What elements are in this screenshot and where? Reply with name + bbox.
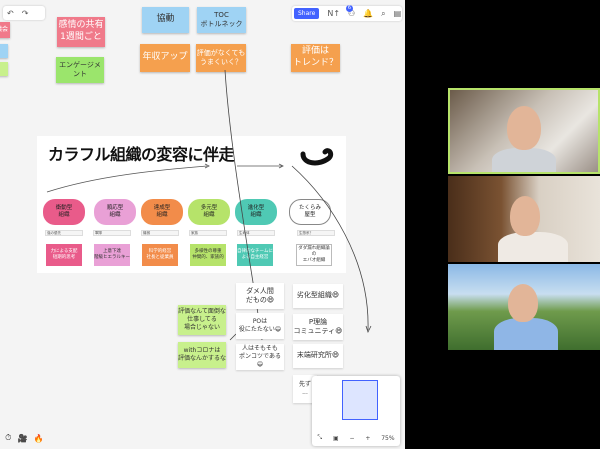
sticky-note-mattan[interactable]: 末端研究所😄 [293, 344, 343, 368]
board-menu-icon[interactable]: ▤ [393, 9, 402, 18]
sticky-note-hyoka-nante[interactable]: 評価なんて面倒な 仕事してる 場合じゃない [178, 305, 226, 335]
org-type-label: 生態系？ [297, 230, 335, 236]
undo-icon[interactable]: ↶ [7, 8, 14, 18]
notification-badge: 6 [346, 5, 353, 12]
zoom-level[interactable]: 75% [381, 434, 395, 442]
slide-frame[interactable]: カラフル組織の変容に伴走 衝動型 組織 順応型 組織 達成型 組織 多元型 組織… [37, 136, 346, 273]
timer-icon[interactable]: ⏱ [5, 433, 12, 442]
share-button[interactable]: Share [294, 8, 320, 19]
arrow-lines [46, 163, 284, 193]
zoom-in-button[interactable]: + [365, 434, 371, 442]
org-type-desc[interactable]: 多様性の尊重 仲間的、家族的 [190, 244, 226, 266]
org-type-desc[interactable]: 自律的なチームに よる自主経営 [237, 244, 273, 266]
reaction-icon[interactable]: 🔥 [33, 433, 44, 443]
org-type-cloud[interactable]: 達成型 組織 [141, 199, 183, 225]
sticky-note-toc[interactable]: TOC ボトルネック [197, 7, 246, 33]
video-tile-participant-2[interactable] [448, 176, 600, 262]
search-icon[interactable]: ⌕ [381, 8, 386, 18]
whiteboard-canvas[interactable]: ↶ ↷ Share N↑ ⚇ 🔔 ⌕ ▤ 6 議会 感情の共有 1週間ごと エン… [0, 0, 405, 449]
video-icon[interactable]: 🎥 [17, 433, 28, 443]
sticky-note-with-corona[interactable]: withコロナは 評価なんかするな [178, 342, 226, 368]
org-type-cloud[interactable]: 順応型 組織 [94, 199, 136, 225]
org-type-cloud[interactable]: 多元型 組織 [188, 199, 230, 225]
minimap-icon[interactable]: ▣ [333, 434, 339, 442]
sticky-note-po[interactable]: POは 役にたたない😄 [236, 313, 284, 339]
sticky-note-nenshu[interactable]: 年収アップ [140, 44, 190, 72]
logo-icon [300, 148, 334, 166]
org-type-desc[interactable]: 科学的経営 社長と従業員 [142, 244, 178, 266]
org-type-label: 機械 [141, 230, 179, 236]
bottom-toolbar: ⏱ 🎥 🔥 [2, 430, 47, 446]
zoom-out-button[interactable]: − [349, 434, 355, 442]
edge-note[interactable]: 議会 [0, 22, 10, 38]
org-type-label: 家族 [189, 230, 227, 236]
top-right-toolbar: Share N↑ ⚇ 🔔 ⌕ ▤ [292, 6, 402, 21]
slide-title: カラフル組織の変容に伴走 [48, 145, 235, 164]
bell-icon[interactable]: 🔔 [363, 9, 374, 18]
sticky-note-kanjo[interactable]: 感情の共有 1週間ごと [57, 17, 105, 47]
undo-redo-toolbar: ↶ ↷ [3, 6, 45, 20]
org-type-cloud[interactable]: たくらみ 屋型 [289, 199, 331, 225]
edge-note[interactable] [0, 44, 8, 58]
sticky-note-p-riron[interactable]: P理論 コミュニティ😄 [293, 314, 343, 340]
video-tile-participant-1[interactable] [448, 88, 600, 174]
video-tile-participant-3[interactable] [448, 264, 600, 350]
redo-icon[interactable]: ↷ [21, 8, 29, 18]
sticky-note-retsuka[interactable]: 劣化型組織😄 [293, 284, 343, 308]
participant-face [508, 284, 538, 322]
sticky-note-dame[interactable]: ダメ人間 だもの😄 [236, 283, 284, 309]
participant-face [510, 196, 540, 236]
org-type-cloud[interactable]: 衝動型 組織 [43, 199, 85, 225]
participant-body [494, 318, 558, 350]
sticky-note-kyodo[interactable]: 協動 [142, 7, 189, 33]
minimap-viewport[interactable] [342, 380, 378, 420]
users-icon[interactable]: ⚇ [348, 9, 356, 18]
participant-face [507, 106, 541, 150]
org-type-desc[interactable]: ダダ漏れ組織論の エバオ組織 [296, 244, 332, 266]
sticky-note-hyoka-nakute[interactable]: 評価がなくても うまくいく？ [196, 44, 246, 72]
org-type-desc[interactable]: 力による支配 短期的思考 [46, 244, 82, 266]
sticky-note-engagement[interactable]: エンゲージメント [56, 57, 104, 83]
fit-icon[interactable]: ⤡ [317, 434, 323, 441]
org-type-label: 強の優先 [45, 230, 83, 236]
org-type-desc[interactable]: 上意下達 階級ヒエラルキー [94, 244, 130, 266]
timer-icon[interactable]: N↑ [327, 9, 341, 18]
minimap[interactable]: ⤡ ▣ − + 75% [312, 376, 400, 446]
org-type-label: 軍隊 [93, 230, 131, 236]
sticky-note-hyoka-trend[interactable]: 評価は トレンド？ [291, 44, 340, 72]
participant-body [498, 232, 568, 262]
org-type-label: 生命体 [237, 230, 275, 236]
edge-note[interactable] [0, 62, 8, 76]
zoom-controls: ⤡ ▣ − + 75% [312, 432, 400, 444]
sticky-note-hito[interactable]: 人はそもそも ポンコツである😄 [236, 344, 284, 370]
participant-body [492, 148, 556, 172]
